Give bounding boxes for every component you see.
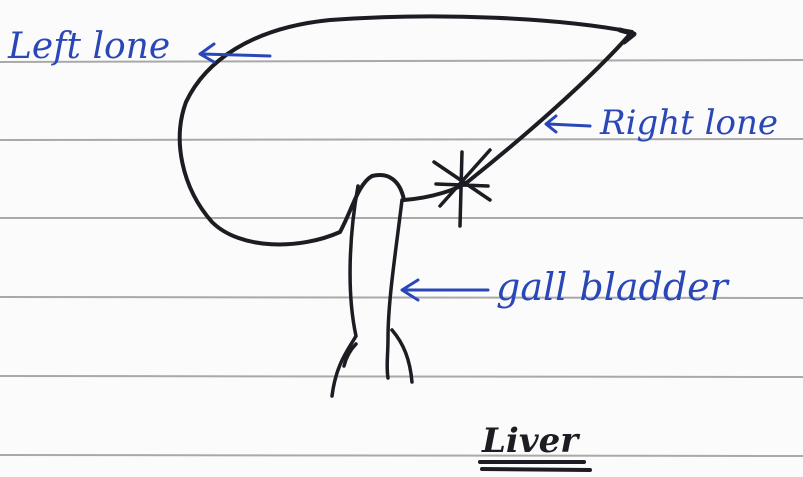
liver-outline bbox=[180, 16, 634, 244]
gall-bladder-label: gall bladder bbox=[496, 265, 731, 309]
gall-bladder-right-flare bbox=[392, 330, 412, 382]
right-lobe-label: Right lone bbox=[599, 103, 778, 143]
title-underline-stroke bbox=[482, 469, 590, 470]
liver-outline-path bbox=[180, 16, 632, 244]
title-underline bbox=[480, 462, 590, 470]
ruled-line bbox=[0, 455, 803, 456]
left-lobe-label: Left lone bbox=[7, 26, 170, 67]
diagram-title: Liver bbox=[481, 421, 580, 461]
star-mark bbox=[434, 150, 490, 226]
ruled-line bbox=[0, 376, 803, 377]
left-lobe-arrow bbox=[200, 44, 270, 62]
gall-bladder-drawing bbox=[332, 150, 490, 396]
gall-bladder-right-wall bbox=[387, 200, 402, 378]
right-lobe-arrow bbox=[546, 116, 590, 132]
